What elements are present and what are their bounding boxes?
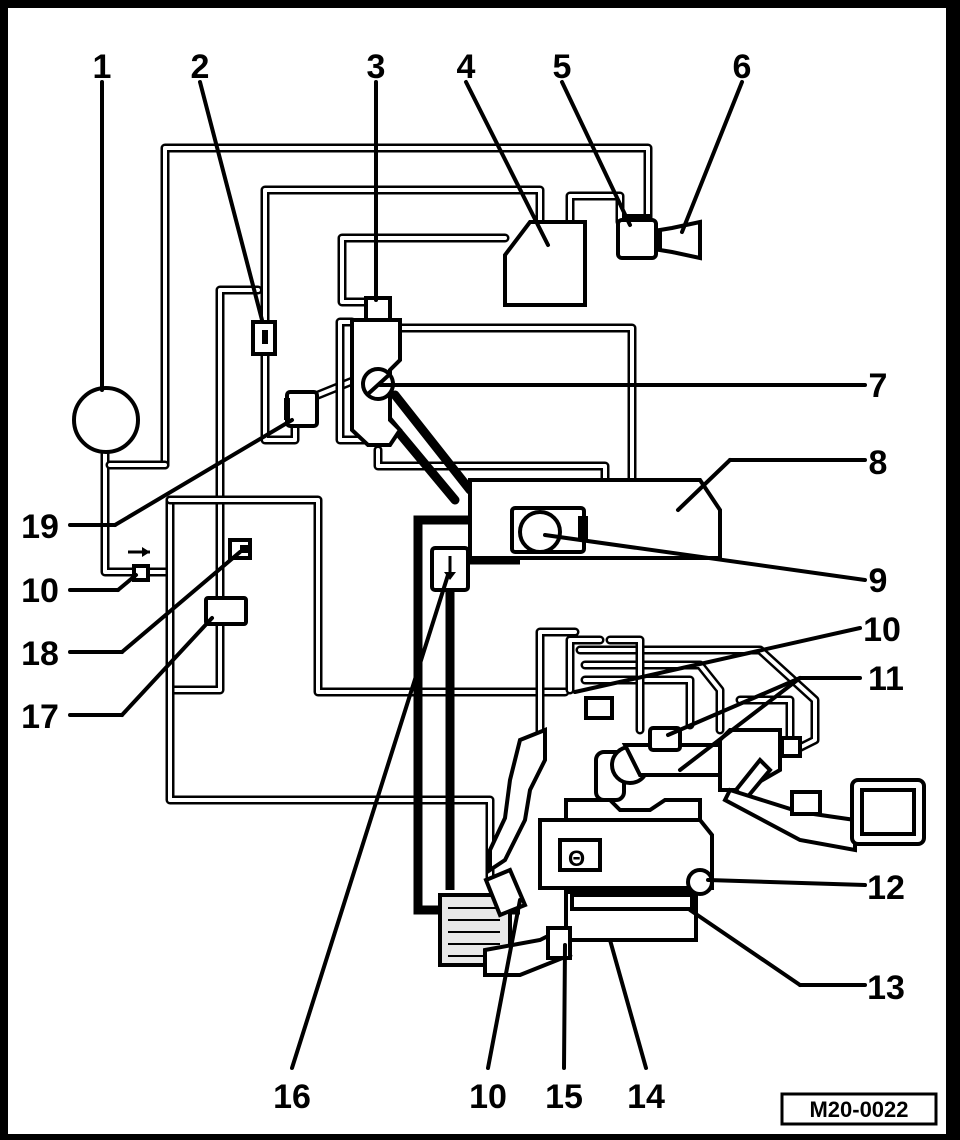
component-9 (518, 510, 562, 554)
intake-hose (488, 727, 547, 874)
callout-12: 12 (867, 869, 905, 907)
callout-18: 18 (21, 635, 59, 673)
figure-code-box (780, 1092, 938, 1126)
callout-15: 15 (545, 1078, 583, 1116)
callout-6: 6 (733, 48, 752, 86)
callout-7: 7 (869, 367, 888, 405)
engine-assembly: Θ (438, 696, 926, 977)
callout-19: 19 (21, 508, 59, 546)
callout-3: 3 (367, 48, 386, 86)
component-17 (204, 596, 248, 626)
callout-10-right: 10 (863, 611, 901, 649)
callout-16: 16 (273, 1078, 311, 1116)
svg-text:Θ: Θ (568, 846, 585, 871)
callout-10-left: 10 (21, 572, 59, 610)
figure-code: M20-0022 (809, 1097, 908, 1122)
callout-2: 2 (191, 48, 210, 86)
callout-14: 14 (627, 1078, 665, 1116)
vacuum-reservoir (72, 386, 140, 454)
check-valve-left (132, 564, 150, 582)
callout-13: 13 (867, 969, 905, 1007)
callout-10-bottom: 10 (469, 1078, 507, 1116)
callout-5: 5 (553, 48, 572, 86)
callout-numbers: 1 2 3 4 5 6 7 8 9 10 11 12 13 14 15 10 1… (21, 48, 905, 1116)
check-valve-10c (483, 867, 528, 918)
callout-9: 9 (869, 562, 888, 600)
callout-1: 1 (93, 48, 112, 86)
leader-lines (68, 80, 867, 1070)
callout-4: 4 (457, 48, 476, 86)
component-6 (658, 219, 702, 261)
component-5 (616, 218, 658, 260)
callout-11: 11 (868, 660, 904, 698)
callout-17: 17 (21, 698, 59, 736)
component-8 (468, 478, 722, 560)
vacuum-hoses (100, 143, 820, 885)
callout-8: 8 (869, 444, 888, 482)
component-4 (503, 220, 587, 307)
